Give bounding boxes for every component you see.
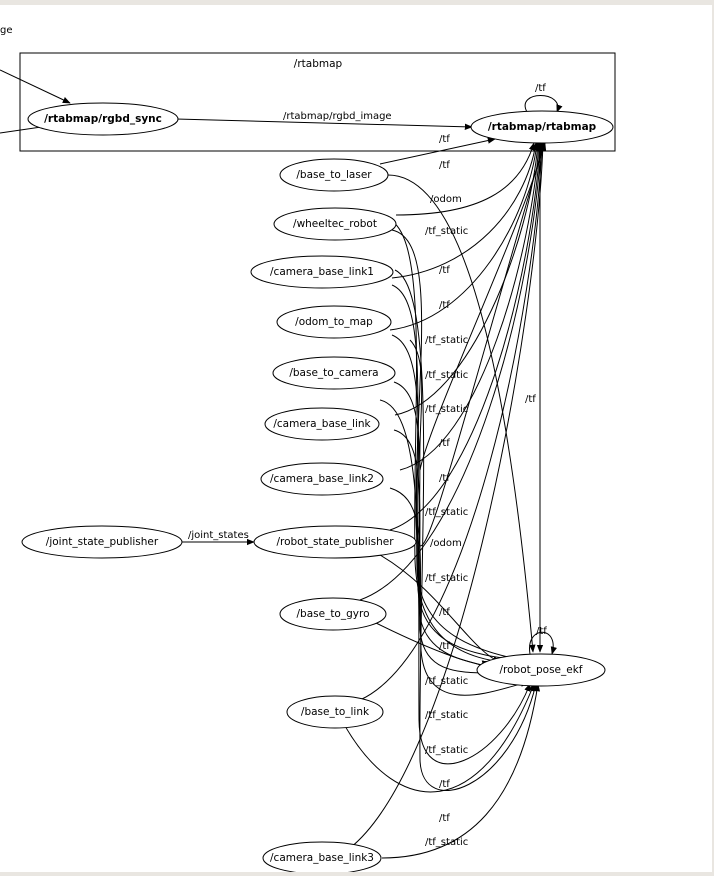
edge-label-tf: /tf (439, 473, 450, 484)
edge-label-tf-static: /tf_static (425, 745, 468, 756)
edge-label-tf-static: /tf_static (425, 226, 468, 237)
svg-text:/wheeltec_robot: /wheeltec_robot (293, 218, 377, 230)
node-camera-base-link1[interactable]: /camera_base_link1 (250, 255, 394, 289)
window-frame-right (712, 0, 714, 876)
node-wheeltec-robot[interactable]: /wheeltec_robot (273, 207, 397, 241)
node-rgbd-sync[interactable]: /rtabmap/rgbd_sync (27, 102, 179, 136)
edge-self-rtabmap (524, 95, 563, 113)
edge-label-tf: /tf (439, 813, 450, 824)
svg-text:/base_to_link: /base_to_link (301, 706, 370, 718)
node-robot-state-publisher[interactable]: /robot_state_publisher (253, 525, 417, 559)
window-frame-top (0, 0, 714, 5)
edges (0, 69, 563, 859)
edge-label-tf: /tf (439, 300, 450, 311)
node-camera-base-link2[interactable]: /camera_base_link2 (260, 462, 384, 496)
node-joint-state-publisher[interactable]: /joint_state_publisher (21, 525, 183, 559)
svg-text:/base_to_gyro: /base_to_gyro (297, 608, 370, 620)
node-robot-pose-ekf[interactable]: /robot_pose_ekf (476, 653, 606, 687)
edge-label-tf-self: /tf (535, 83, 546, 94)
partial-node-label: ge (0, 25, 13, 36)
svg-text:/camera_base_link3: /camera_base_link3 (270, 852, 374, 864)
edge-label-odom: /odom (430, 538, 462, 549)
node-base-to-camera[interactable]: /base_to_camera (272, 356, 396, 390)
edge-label-tf-static: /tf_static (425, 370, 468, 381)
edge-label-tf-static: /tf_static (425, 573, 468, 584)
edge-label-tf-static: /tf_static (425, 335, 468, 346)
node-rtabmap[interactable]: /rtabmap/rtabmap (470, 110, 614, 144)
svg-text:/robot_state_publisher: /robot_state_publisher (276, 536, 394, 548)
svg-text:/odom_to_map: /odom_to_map (295, 316, 373, 328)
svg-text:/camera_base_link2: /camera_base_link2 (270, 473, 374, 485)
edge-label-tf-static: /tf_static (425, 710, 468, 721)
svg-text:/rtabmap/rgbd_sync: /rtabmap/rgbd_sync (44, 113, 162, 125)
node-base-to-link[interactable]: /base_to_link (286, 695, 384, 729)
svg-text:/joint_state_publisher: /joint_state_publisher (46, 536, 159, 548)
edge-labels: /rtabmap/rgbd_image /joint_states /tf /t… (188, 83, 547, 848)
edge-label-tf: /tf (439, 160, 450, 171)
node-camera-base-link[interactable]: /camera_base_link (264, 407, 380, 441)
svg-text:/base_to_laser: /base_to_laser (296, 169, 372, 181)
edge-label-tf: /tf (439, 134, 450, 145)
edge-label-tf: /tf (439, 265, 450, 276)
edge-label-odom: /odom (430, 194, 462, 205)
edge-label-tf-static: /tf_static (425, 507, 468, 518)
node-camera-base-link3[interactable]: /camera_base_link3 (262, 841, 382, 875)
edge-label-tf-static: /tf_static (425, 837, 468, 848)
edge-label-joint-states: /joint_states (188, 530, 249, 541)
edge-label-tf: /tf (439, 607, 450, 618)
edge-laser-ekf (387, 174, 536, 653)
edge-label-tf-self: /tf (536, 626, 547, 637)
edge-label-tf: /tf (439, 438, 450, 449)
edge-label-rgbd-image: /rtabmap/rgbd_image (283, 111, 392, 122)
cluster-rtabmap: /rtabmap (19, 52, 616, 152)
svg-text:/rtabmap/rtabmap: /rtabmap/rtabmap (488, 121, 597, 133)
node-base-to-gyro[interactable]: /base_to_gyro (279, 597, 387, 631)
edge-label-tf: /tf (525, 394, 536, 405)
edge-in-1 (0, 69, 71, 104)
svg-text:/base_to_camera: /base_to_camera (289, 367, 378, 379)
node-base-to-laser[interactable]: /base_to_laser (279, 158, 389, 192)
edge-label-tf-static: /tf_static (425, 404, 468, 415)
svg-text:/camera_base_link: /camera_base_link (273, 418, 371, 430)
edge-label-tf-static: /tf_static (425, 676, 468, 687)
svg-text:/camera_base_link1: /camera_base_link1 (270, 266, 374, 278)
edge-laser-rtabmap (379, 137, 496, 165)
edge-wheeltec-rtabmap (395, 142, 536, 216)
edge-rgbd-image (175, 118, 473, 131)
edge-label-tf: /tf (439, 641, 450, 652)
svg-text:/robot_pose_ekf: /robot_pose_ekf (499, 664, 582, 676)
cluster-title: /rtabmap (294, 58, 343, 70)
edge-label-tf: /tf (439, 779, 450, 790)
node-odom-to-map[interactable]: /odom_to_map (276, 305, 392, 339)
edge-self-ekf (529, 631, 557, 655)
window-frame-bottom (0, 872, 714, 876)
